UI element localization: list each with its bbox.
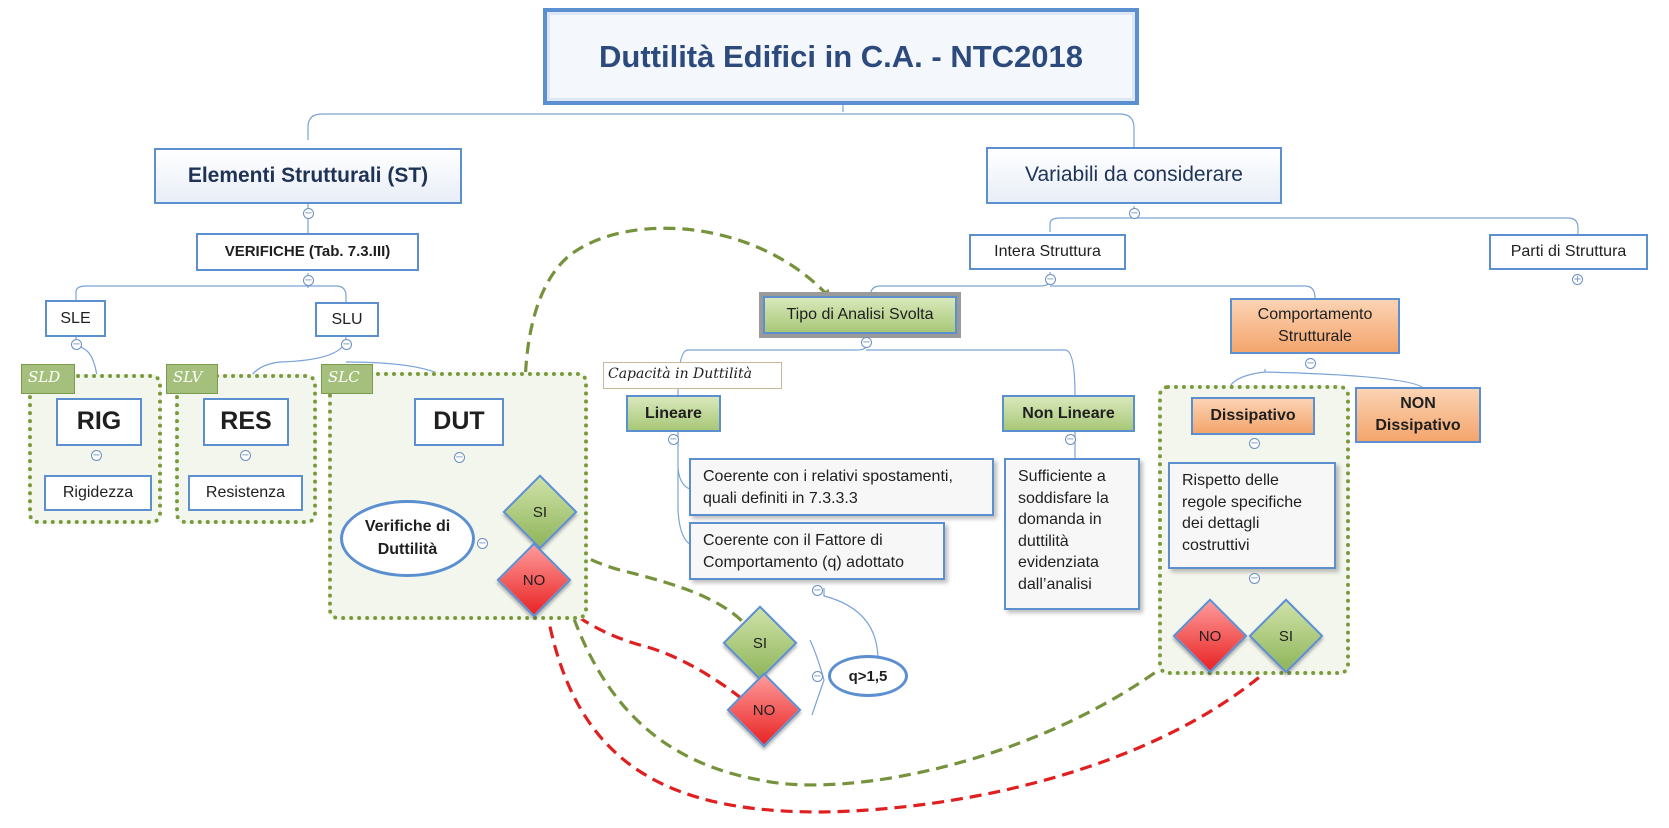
no-q-label: NO [752,701,776,719]
tipo-analisi-node[interactable]: Tipo di Analisi Svolta [763,296,957,334]
parti-struttura-node[interactable]: Parti di Struttura [1489,234,1648,270]
coerente-spostamenti-node[interactable]: Coerente con i relativi spostamenti, qua… [689,458,994,516]
elementi-strutturali-node[interactable]: Elementi Strutturali (ST) [154,148,462,204]
collapse-icon[interactable]: − [1045,274,1056,285]
collapse-icon[interactable]: − [1305,358,1316,369]
si-diamond[interactable]: SI [502,474,578,550]
sld-tag: SLD [21,364,75,394]
collapse-icon[interactable]: − [1129,208,1140,219]
non-dissipativo-node[interactable]: NON Dissipativo [1355,387,1481,443]
rispetto-regole-node[interactable]: Rispetto delle regole specifiche dei det… [1168,462,1336,569]
collapse-icon[interactable]: − [1249,438,1260,449]
res-node[interactable]: RES [203,398,289,446]
collapse-icon[interactable]: − [454,452,465,463]
rig-node[interactable]: RIG [56,398,142,446]
collapse-icon[interactable]: − [303,275,314,286]
si-q-diamond[interactable]: SI [722,605,798,681]
intera-struttura-node[interactable]: Intera Struttura [969,234,1126,270]
collapse-icon[interactable]: − [668,434,679,445]
no-label: NO [522,571,546,589]
slc-tag: SLC [321,364,373,394]
coerente-fattore-node[interactable]: Coerente con il Fattore di Comportamento… [689,522,945,580]
comportamento-node[interactable]: Comportamento Strutturale [1230,298,1400,354]
verifiche-duttilita-node[interactable]: Verifiche di Duttilità [340,500,475,577]
dissipativo-node[interactable]: Dissipativo [1191,397,1315,435]
no-q-diamond[interactable]: NO [726,672,802,748]
variabili-node[interactable]: Variabili da considerare [986,147,1282,204]
slu-node[interactable]: SLU [315,302,379,337]
collapse-icon[interactable]: − [303,208,314,219]
lineare-node[interactable]: Lineare [626,395,721,432]
si-d-diamond[interactable]: SI [1248,598,1324,674]
collapse-icon[interactable]: − [71,339,82,350]
sle-node[interactable]: SLE [45,300,106,337]
collapse-icon[interactable]: − [91,450,102,461]
collapse-icon[interactable]: − [240,450,251,461]
si-q-label: SI [752,634,768,652]
slv-tag: SLV [166,364,218,394]
collapse-icon[interactable]: − [1065,434,1076,445]
si-d-label: SI [1278,627,1294,645]
capacita-note: Capacità in Duttilità [603,362,782,389]
no-d-label: NO [1198,627,1222,645]
dut-node[interactable]: DUT [414,398,504,446]
resistenza-node[interactable]: Resistenza [188,475,303,511]
no-d-diamond[interactable]: NO [1172,598,1248,674]
q-condition-node[interactable]: q>1,5 [828,655,908,697]
collapse-icon[interactable]: − [861,337,872,348]
collapse-icon[interactable]: − [812,671,823,682]
collapse-icon[interactable]: − [812,585,823,596]
collapse-icon[interactable]: − [1249,573,1260,584]
verifiche-node[interactable]: VERIFICHE (Tab. 7.3.III) [196,233,419,271]
no-diamond[interactable]: NO [496,542,572,618]
non-lineare-node[interactable]: Non Lineare [1002,395,1135,432]
expand-icon[interactable]: + [1572,274,1583,285]
rigidezza-node[interactable]: Rigidezza [44,475,152,511]
collapse-icon[interactable]: − [477,538,488,549]
collapse-icon[interactable]: − [341,339,352,350]
sufficiente-node[interactable]: Sufficiente a soddisfare la domanda in d… [1004,458,1140,610]
page-title: Duttilità Edifici in C.A. - NTC2018 [543,8,1139,105]
si-label: SI [532,503,548,521]
